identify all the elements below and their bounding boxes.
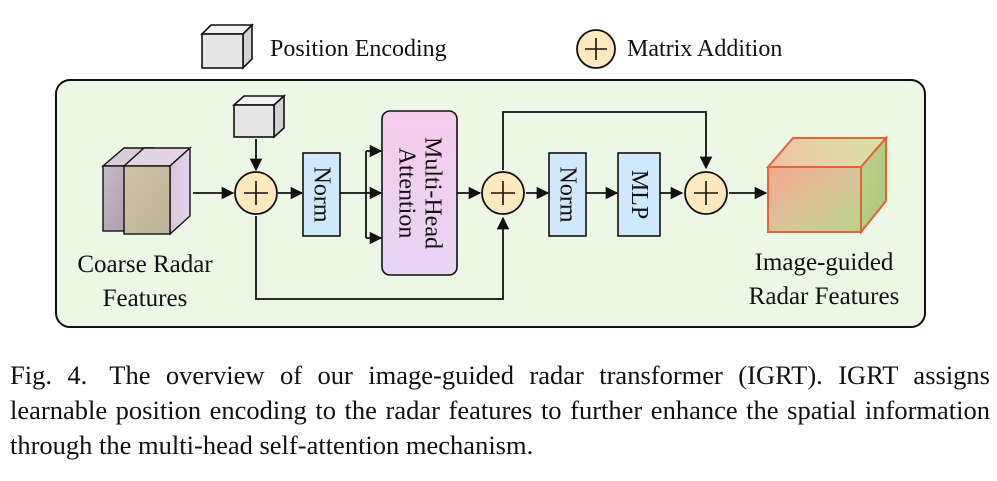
matrix-addition-2 — [481, 171, 525, 215]
position-encoding-cube — [231, 94, 287, 139]
attention-label-line1: Multi-Head — [420, 137, 446, 249]
matrix-addition-3 — [684, 171, 728, 215]
image-guided-radar-features-cube — [765, 135, 889, 235]
position-encoding-legend-icon — [200, 23, 254, 70]
coarse-radar-features-cube — [101, 146, 192, 236]
matrix-addition-legend-icon — [576, 29, 616, 69]
norm-2-label: Norm — [555, 167, 581, 223]
attention-label-line2: Attention — [394, 148, 420, 239]
matrix-addition-legend-label: Matrix Addition — [627, 36, 782, 62]
mlp-block: MLP — [617, 152, 661, 237]
position-encoding-legend-label: Position Encoding — [270, 36, 447, 62]
input-label-line1: Coarse Radar — [77, 251, 213, 278]
figure-number: Fig. 4. — [10, 360, 88, 390]
caption-text: The overview of our image-guided radar t… — [10, 360, 990, 460]
norm-1-label: Norm — [309, 167, 335, 223]
legend: Position Encoding Matrix Addition — [200, 23, 782, 70]
output-label-line1: Image-guided — [755, 249, 894, 276]
connections — [193, 111, 768, 300]
output-label-line2: Radar Features — [749, 283, 900, 310]
input-label-line2: Features — [103, 285, 188, 312]
figure-caption: Fig. 4.The overview of our image-guided … — [10, 358, 990, 463]
norm-block-1: Norm — [302, 152, 341, 237]
multi-head-attention-block: Multi-Head Attention — [381, 110, 458, 276]
mlp-label: MLP — [626, 170, 652, 219]
igrt-diagram: Position Encoding Matrix Addition — [55, 23, 926, 328]
norm-block-2: Norm — [548, 152, 587, 237]
matrix-addition-1 — [234, 171, 278, 215]
